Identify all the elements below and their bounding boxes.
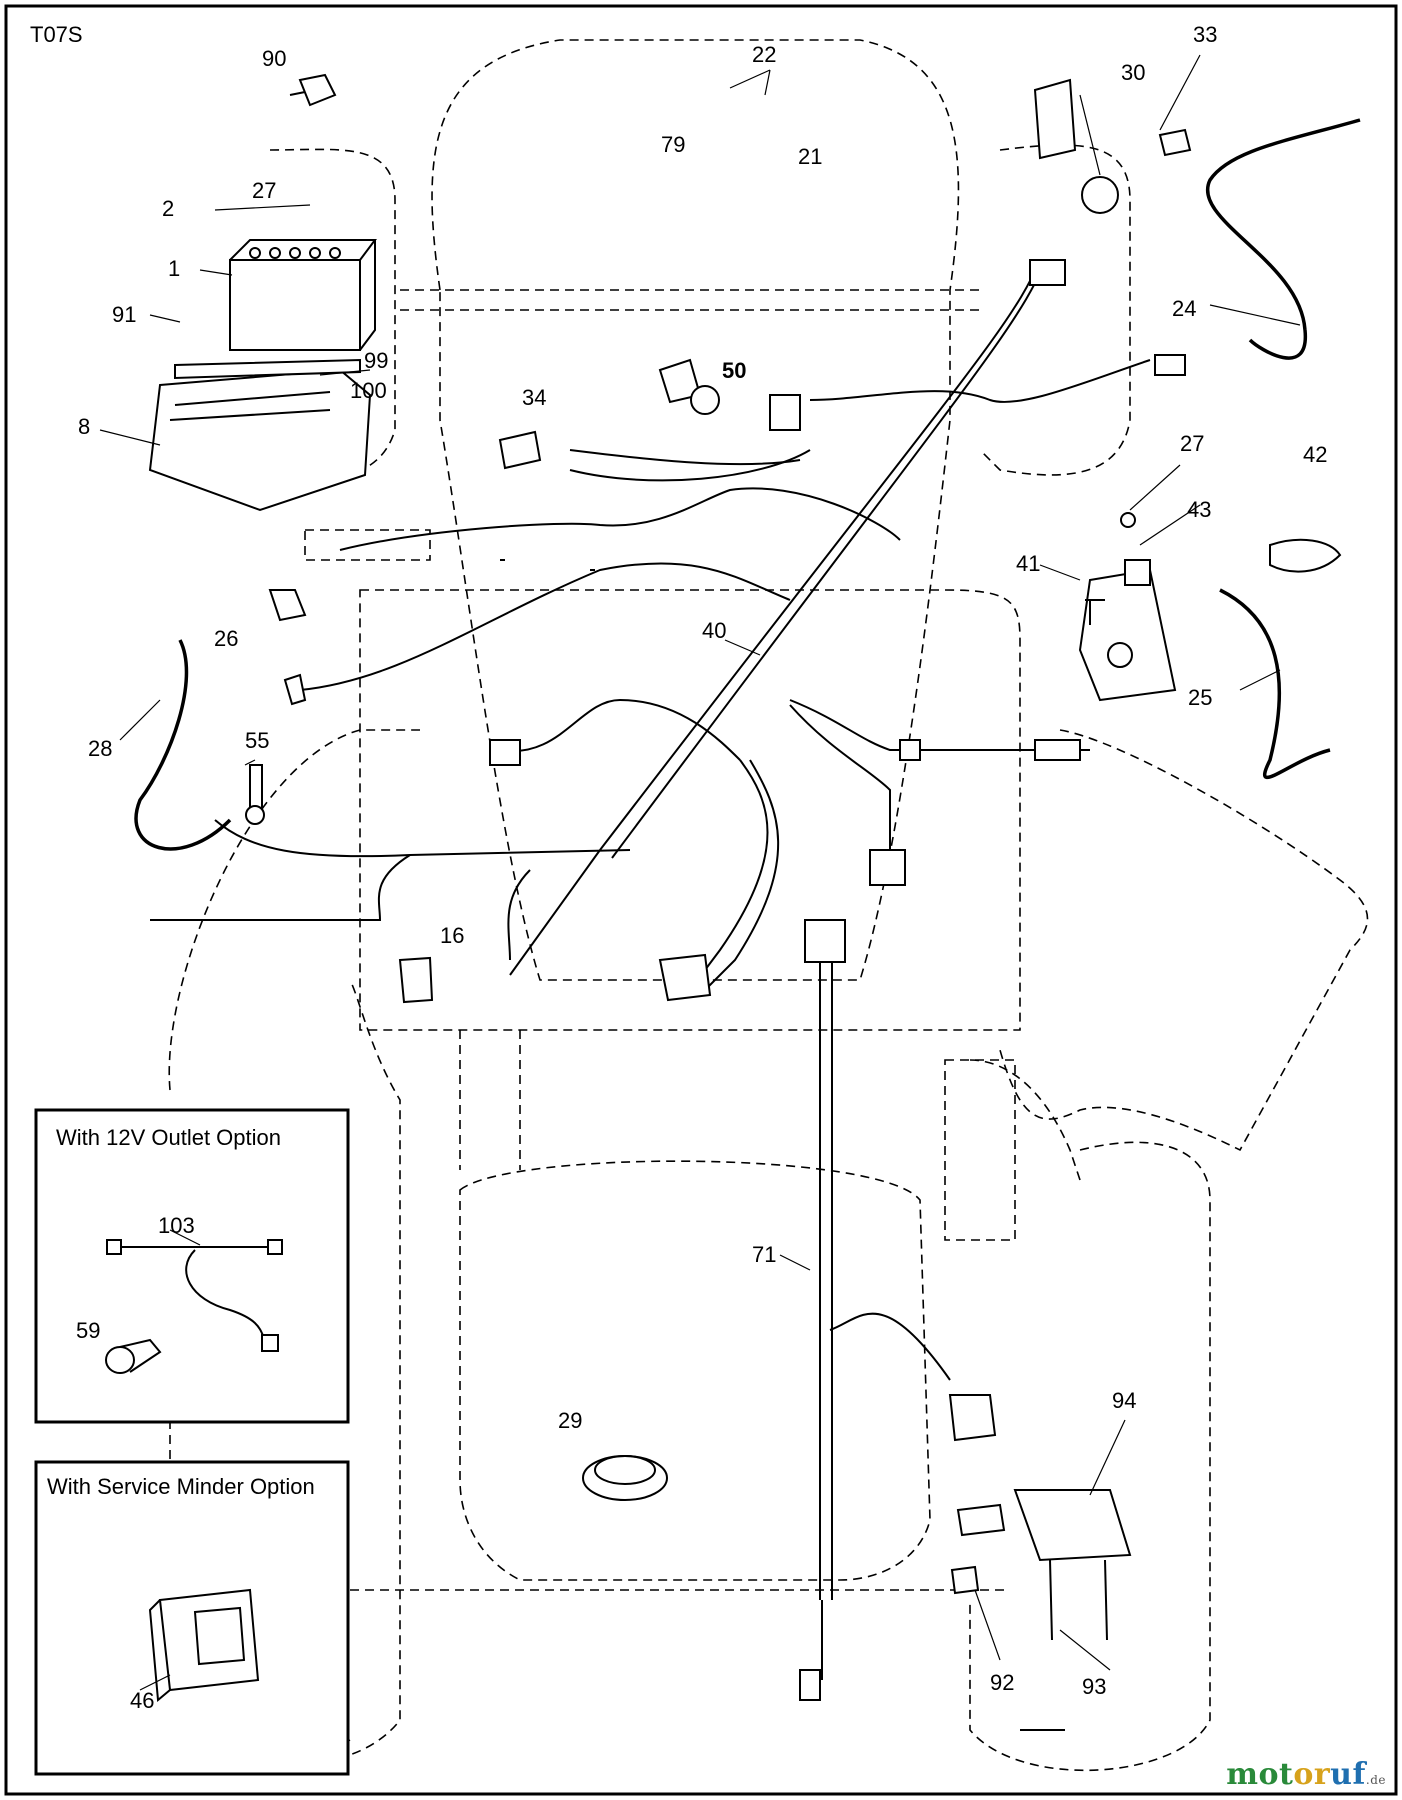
watermark-part1: mot	[1226, 1757, 1294, 1792]
callout-103: 103	[158, 1213, 195, 1238]
callout-21: 21	[798, 144, 823, 169]
callout-55: 55	[245, 728, 270, 753]
leader-lines	[99, 54, 1301, 1691]
diagram-border	[4, 4, 1398, 1796]
callout-27-top: 27	[252, 178, 277, 203]
callout-27-right: 27	[1180, 431, 1205, 456]
callout-34: 34	[522, 385, 547, 410]
callout-40: 40	[702, 618, 727, 643]
callout-25: 25	[1188, 685, 1213, 710]
callout-16: 16	[440, 923, 465, 948]
main-wiring-harness	[150, 259, 1151, 996]
callout-29: 29	[558, 1408, 583, 1433]
watermark-tld: .de	[1365, 1773, 1386, 1787]
callout-33: 33	[1193, 22, 1218, 47]
callout-92: 92	[990, 1670, 1015, 1695]
callout-79: 79	[661, 132, 686, 157]
diagram-code: T07S	[30, 22, 83, 47]
callout-28: 28	[88, 736, 113, 761]
callout-41: 41	[1016, 551, 1041, 576]
service-minder-46	[148, 1588, 260, 1702]
option-title-12v-outlet: With 12V Outlet Option	[56, 1125, 281, 1150]
callout-24: 24	[1172, 296, 1197, 321]
callout-42: 42	[1303, 442, 1328, 467]
watermark-part3: uf	[1330, 1757, 1366, 1792]
option-box-12v	[34, 1108, 350, 1424]
option-title-service-minder: With Service Minder Option	[47, 1474, 315, 1499]
harness-103	[106, 1239, 283, 1352]
callout-71: 71	[752, 1242, 777, 1267]
callout-46: 46	[130, 1688, 155, 1713]
callout-2: 2	[162, 196, 175, 221]
callout-59: 59	[76, 1318, 101, 1343]
callout-43: 43	[1187, 497, 1212, 522]
callout-99: 99	[364, 348, 389, 373]
outlet-59	[105, 1338, 162, 1374]
components	[245, 73, 1342, 1731]
callout-30: 30	[1121, 60, 1146, 85]
callout-91: 91	[112, 302, 137, 327]
callout-22: 22	[752, 42, 777, 67]
watermark-part2: or	[1293, 1757, 1331, 1792]
callout-100: 100	[350, 378, 387, 403]
callout-93: 93	[1082, 1674, 1107, 1699]
battery-assembly	[148, 239, 377, 512]
callout-94: 94	[1112, 1388, 1137, 1413]
callout-50: 50	[722, 358, 747, 383]
callout-8: 8	[78, 414, 91, 439]
harness-71	[804, 919, 951, 1680]
ground-cables	[134, 118, 1361, 851]
watermark-logo: motoruf.de	[1226, 1757, 1386, 1792]
callout-90: 90	[262, 46, 287, 71]
callout-1: 1	[168, 256, 181, 281]
callout-26: 26	[214, 626, 239, 651]
